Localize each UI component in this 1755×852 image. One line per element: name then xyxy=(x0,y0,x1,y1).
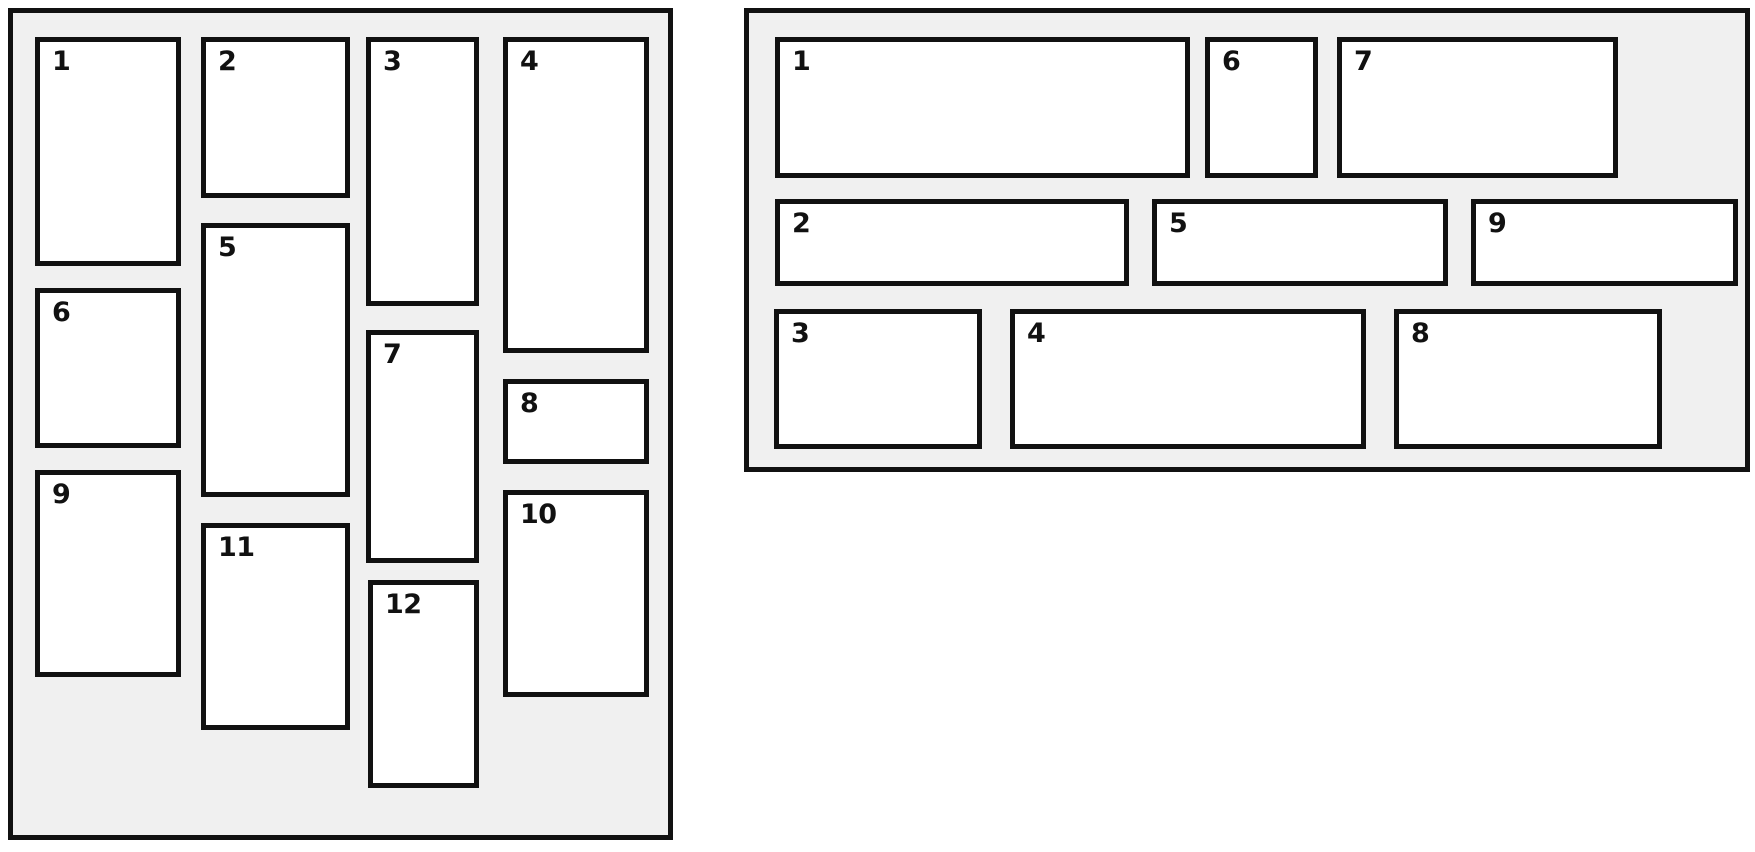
layout-box-label: 1 xyxy=(52,46,71,77)
layout-box-label: 3 xyxy=(383,46,402,77)
layout-box[interactable]: 6 xyxy=(35,288,181,448)
layout-box[interactable]: 4 xyxy=(1010,309,1366,449)
layout-box-label: 5 xyxy=(218,232,237,263)
layout-box-label: 7 xyxy=(383,339,402,370)
layout-box-label: 1 xyxy=(792,46,811,77)
layout-box[interactable]: 12 xyxy=(368,580,479,788)
layout-box[interactable]: 1 xyxy=(775,37,1190,178)
layout-box[interactable]: 5 xyxy=(1152,199,1448,286)
layout-box[interactable]: 11 xyxy=(201,523,350,730)
layout-box[interactable]: 2 xyxy=(201,37,350,198)
layout-box[interactable]: 8 xyxy=(503,379,649,464)
layout-box-label: 11 xyxy=(218,532,255,563)
layout-box-label: 2 xyxy=(218,46,237,77)
layout-box[interactable]: 7 xyxy=(366,330,479,563)
layout-box-label: 10 xyxy=(520,499,557,530)
layout-box[interactable]: 3 xyxy=(366,37,479,306)
layout-box-label: 4 xyxy=(1027,318,1046,349)
layout-box[interactable]: 6 xyxy=(1205,37,1318,178)
layout-box[interactable]: 5 xyxy=(201,223,350,497)
layout-box-label: 12 xyxy=(385,589,422,620)
layout-box[interactable]: 9 xyxy=(1471,199,1738,286)
layout-box[interactable]: 4 xyxy=(503,37,649,353)
layout-box-label: 6 xyxy=(1222,46,1241,77)
layout-box-label: 2 xyxy=(792,208,811,239)
layout-box-label: 5 xyxy=(1169,208,1188,239)
layout-box-label: 4 xyxy=(520,46,539,77)
layout-box-label: 9 xyxy=(1488,208,1507,239)
layout-box-label: 3 xyxy=(791,318,810,349)
layout-box-label: 9 xyxy=(52,479,71,510)
layout-box-label: 8 xyxy=(520,388,539,419)
layout-box-label: 7 xyxy=(1354,46,1373,77)
layout-box[interactable]: 2 xyxy=(775,199,1129,286)
layout-box[interactable]: 1 xyxy=(35,37,181,266)
layout-box[interactable]: 3 xyxy=(774,309,982,449)
layout-box-label: 6 xyxy=(52,297,71,328)
right-panel: 1 6 7 2 5 9 3 4 8 xyxy=(744,8,1750,472)
layout-box-label: 8 xyxy=(1411,318,1430,349)
layout-box[interactable]: 8 xyxy=(1394,309,1662,449)
layout-box[interactable]: 10 xyxy=(503,490,649,697)
layout-box[interactable]: 9 xyxy=(35,470,181,677)
layout-box[interactable]: 7 xyxy=(1337,37,1618,178)
